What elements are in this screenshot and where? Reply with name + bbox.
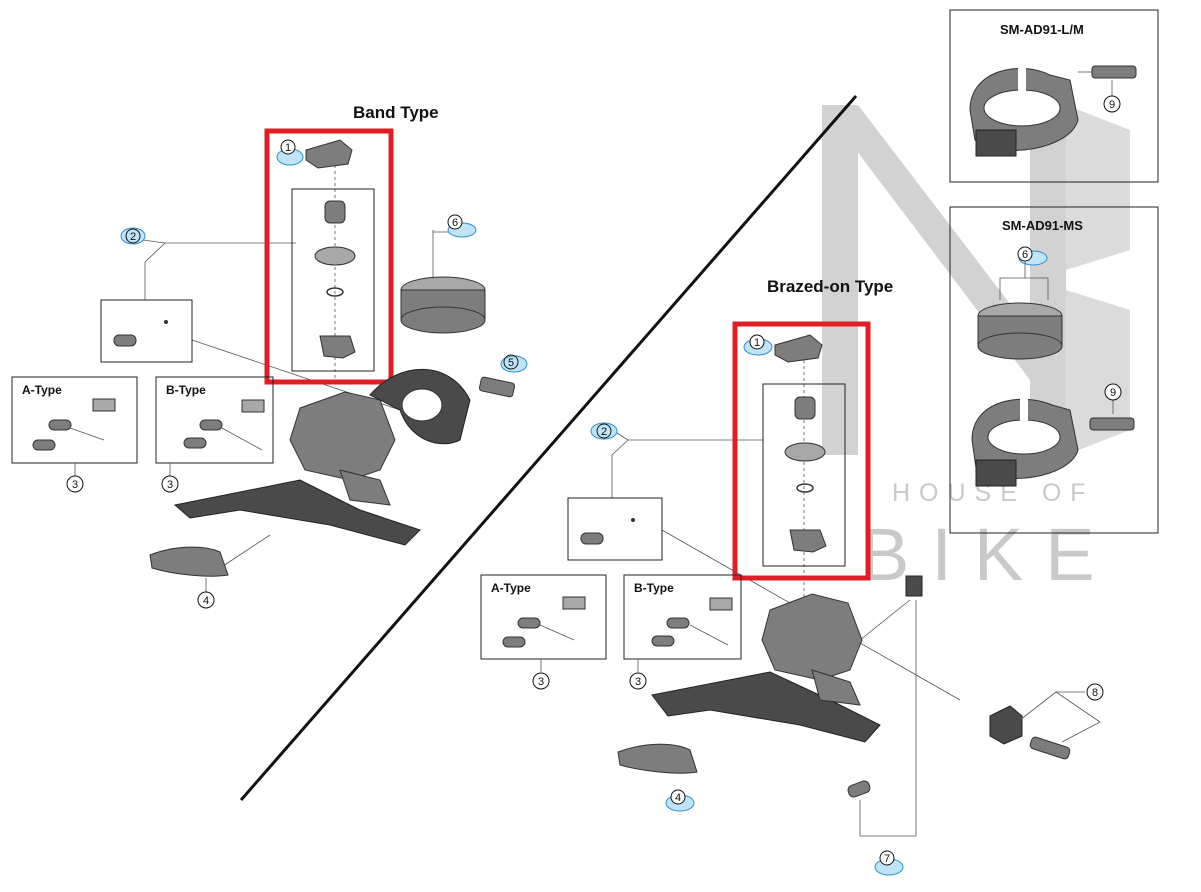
svg-text:7: 7 <box>884 853 890 865</box>
support-bolt-washer-part <box>989 705 1023 745</box>
highlight-box-brazed <box>732 321 871 581</box>
parts-group-box <box>762 383 846 567</box>
o-ring-part <box>796 483 814 493</box>
chain-cage-part <box>173 479 421 546</box>
adapter-ms-shim <box>977 302 1063 360</box>
adjust-nut-part <box>319 335 356 359</box>
svg-text:8: 8 <box>1092 687 1098 699</box>
a-type-label: A-Type <box>22 383 62 397</box>
band-type-title: Band Type <box>353 103 439 122</box>
front-derailleur-body <box>173 368 516 546</box>
callout-8-brazed: 8 <box>1086 683 1104 701</box>
callout-6-band: 6 <box>447 214 477 238</box>
o-ring-part <box>326 287 344 297</box>
svg-text:4: 4 <box>675 792 681 804</box>
watermark-logo <box>822 105 1130 455</box>
callout-1-brazed: 1 <box>743 334 773 356</box>
cover-part <box>617 743 698 774</box>
svg-text:9: 9 <box>1110 387 1116 399</box>
screw-kit-box <box>100 299 193 363</box>
b-type-label: B-Type <box>166 383 206 397</box>
svg-text:2: 2 <box>601 426 607 438</box>
callout-3-b: 3 <box>161 463 179 493</box>
callout-9-ms: 9 <box>1104 383 1122 414</box>
washer-part <box>314 246 356 266</box>
adapter-ms-title: SM-AD91-MS <box>1002 218 1083 233</box>
a-type-box <box>480 574 607 660</box>
bushing-part <box>794 396 816 420</box>
highlight-box-band <box>264 128 394 385</box>
svg-text:4: 4 <box>203 595 209 607</box>
svg-text:3: 3 <box>72 479 78 491</box>
callout-3-a-brazed: 3 <box>532 659 550 690</box>
b-type-box <box>623 574 742 660</box>
svg-text:2: 2 <box>130 231 136 243</box>
callout-9-lm: 9 <box>1103 80 1121 113</box>
parts-group-box <box>291 188 375 372</box>
svg-text:3: 3 <box>635 676 641 688</box>
washer-part <box>784 442 826 462</box>
svg-text:3: 3 <box>538 676 544 688</box>
svg-text:9: 9 <box>1109 99 1115 111</box>
adapter-lm-title: SM-AD91-L/M <box>1000 22 1084 37</box>
support-bolt-part <box>1029 736 1071 760</box>
b-type-label: B-Type <box>634 581 674 595</box>
b-type-box <box>155 376 274 464</box>
callout-4-brazed: 4 <box>665 789 695 812</box>
adapter-lm-clamp <box>969 60 1137 157</box>
a-type-box <box>11 376 138 464</box>
svg-text:6: 6 <box>1022 249 1028 261</box>
leader-line <box>219 534 271 569</box>
leader-line <box>144 242 166 300</box>
svg-text:1: 1 <box>285 142 291 154</box>
adjust-nut-part <box>789 529 827 553</box>
chain-cage-part <box>651 671 881 743</box>
screw-kit-box <box>567 497 663 561</box>
svg-text:3: 3 <box>167 479 173 491</box>
svg-text:5: 5 <box>508 357 514 369</box>
screw-part <box>113 334 137 347</box>
adapter-ms-panel <box>949 206 1159 534</box>
cover-part <box>149 546 229 577</box>
callout-2-brazed: 2 <box>590 422 618 440</box>
spacer-part <box>847 780 871 798</box>
leader-line <box>611 439 629 498</box>
callout-3-a: 3 <box>66 463 84 493</box>
leader-line <box>613 430 763 441</box>
callout-2-band: 2 <box>120 227 146 245</box>
callout-1-band: 1 <box>276 139 304 166</box>
cable-cap-part <box>774 334 823 363</box>
bushing-part <box>324 200 346 224</box>
callout-5-band: 5 <box>500 354 528 373</box>
callout-7-brazed: 7 <box>874 850 904 876</box>
svg-text:1: 1 <box>754 337 760 349</box>
cable-cap-part <box>305 139 353 169</box>
brazed-on-type-title: Brazed-on Type <box>767 277 893 296</box>
callout-6-ms: 6 <box>1017 246 1048 266</box>
adapter-lm-panel <box>949 9 1159 183</box>
a-type-label: A-Type <box>491 581 531 595</box>
callout-3-b-brazed: 3 <box>629 659 647 690</box>
leader-line <box>142 239 296 244</box>
callout-4-band: 4 <box>197 578 215 609</box>
front-derailleur-body <box>651 575 923 743</box>
svg-text:6: 6 <box>452 217 458 229</box>
leader-line <box>859 599 911 641</box>
adapter-ms-clamp <box>971 396 1135 487</box>
section-divider <box>239 95 858 801</box>
support-pad-part <box>905 575 923 597</box>
clamp-bolt-part <box>478 376 516 398</box>
watermark-bike: BIKE <box>860 513 1117 596</box>
